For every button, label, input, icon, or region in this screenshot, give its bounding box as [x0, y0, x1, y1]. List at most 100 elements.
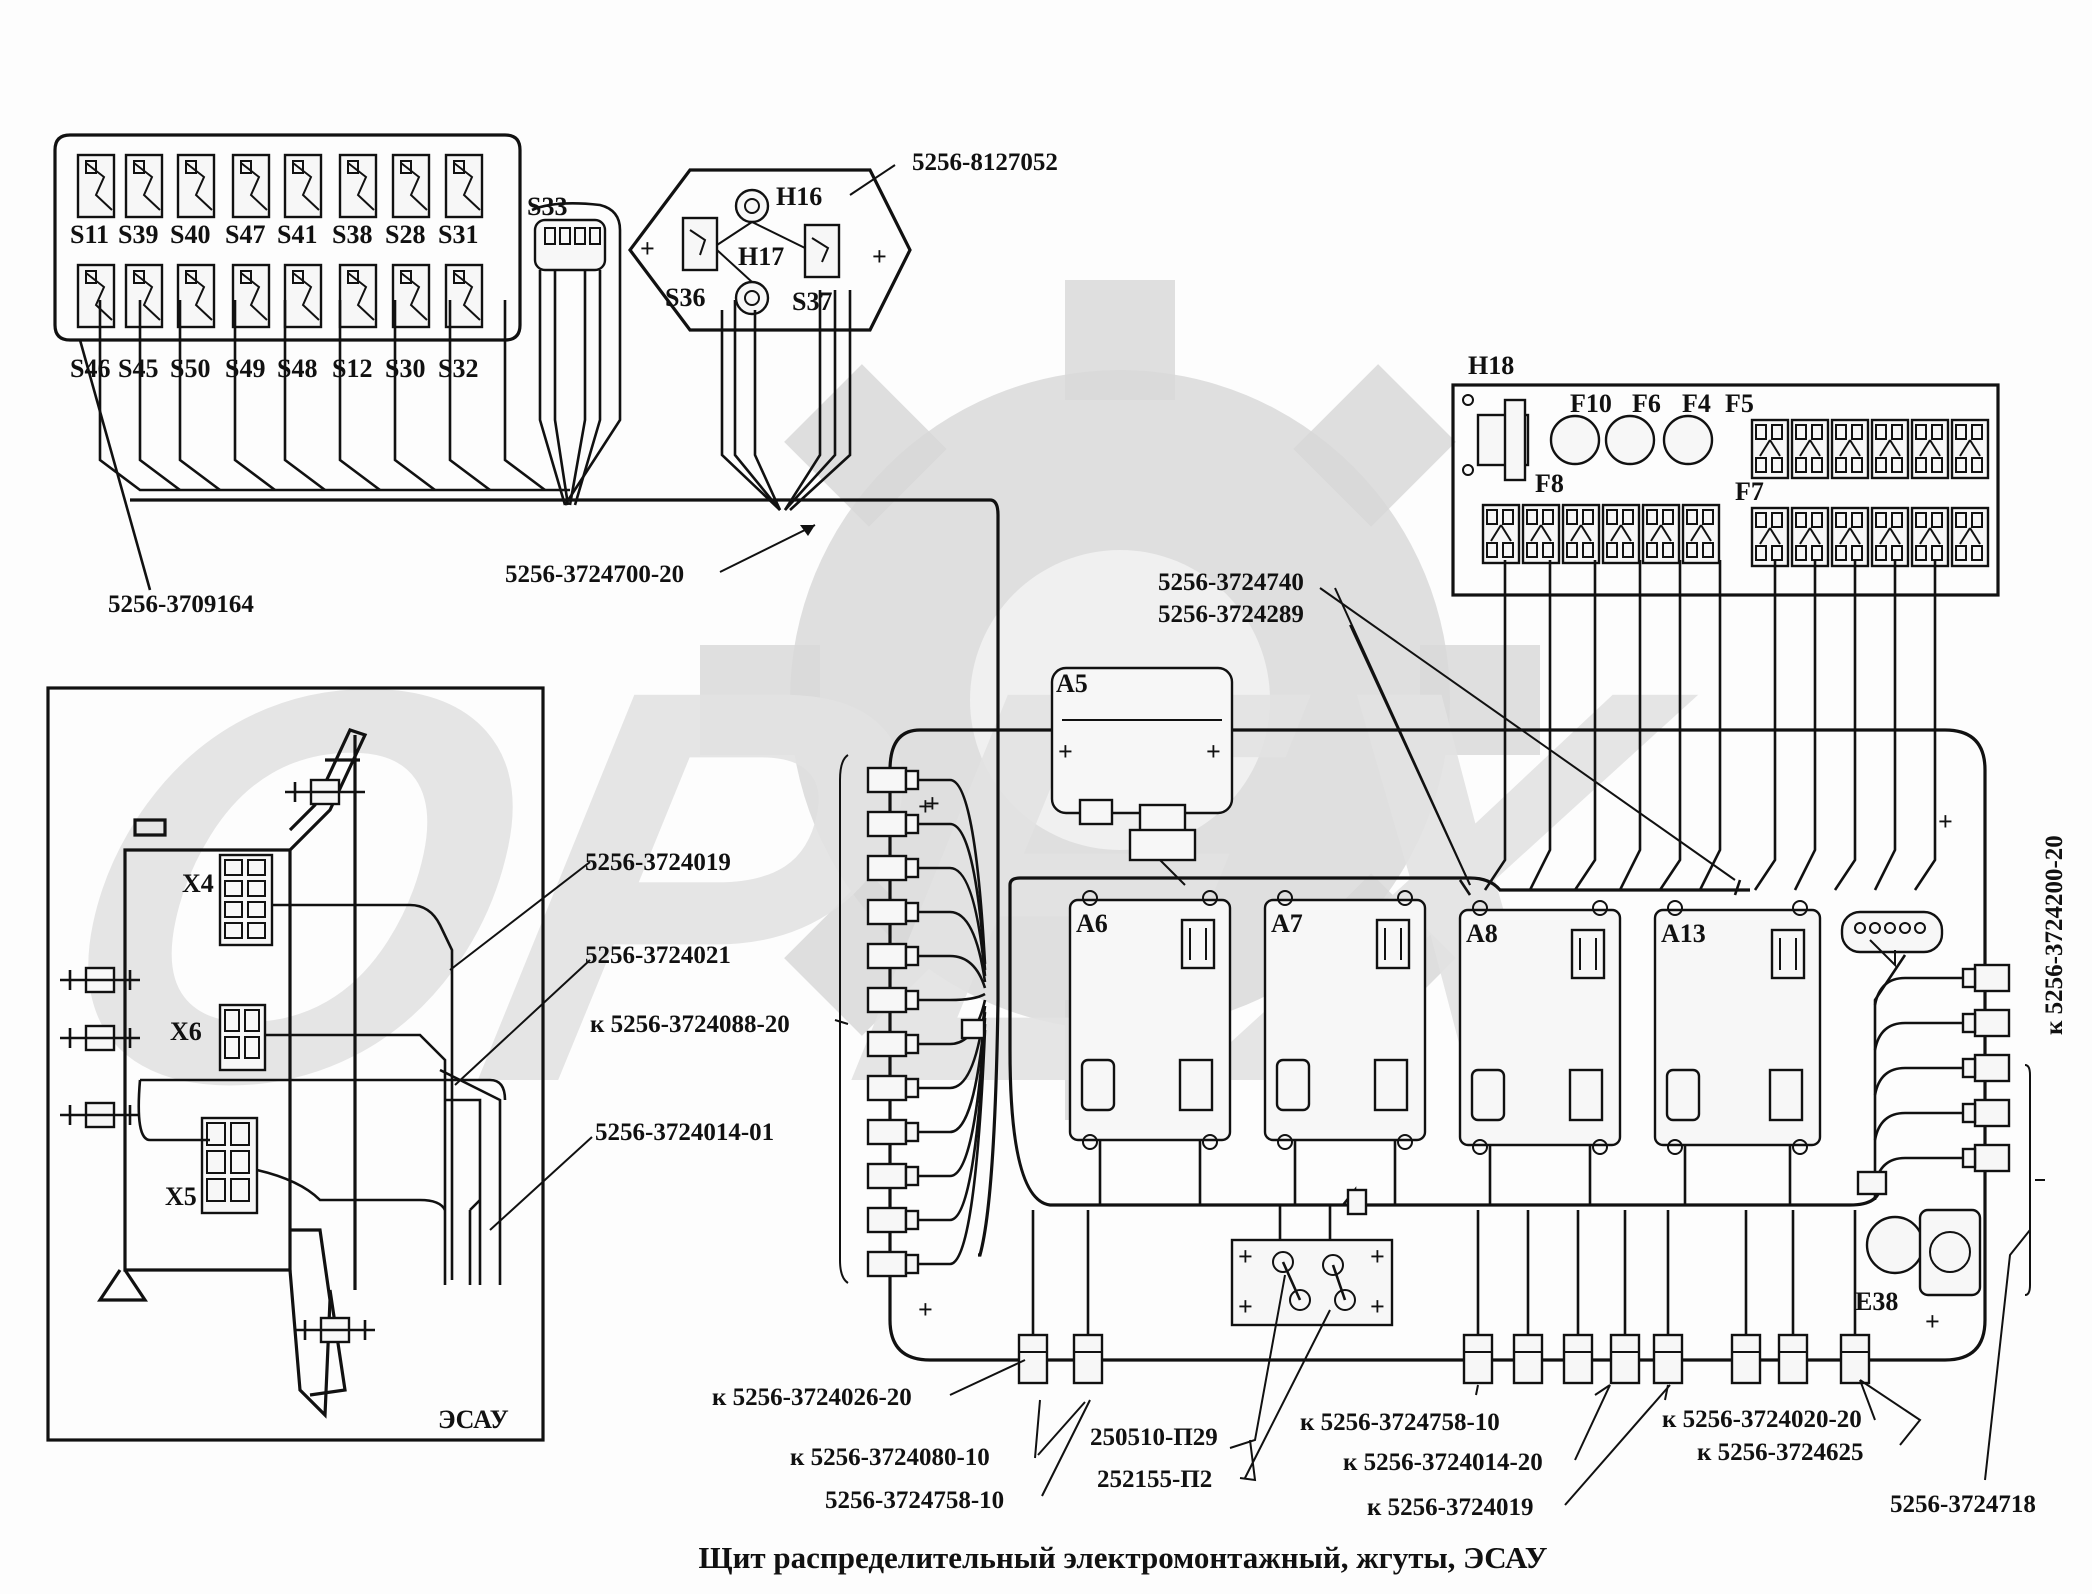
fuse-holder — [1950, 418, 1990, 480]
switch-s50: S50 — [170, 263, 216, 383]
bottom-connector — [1072, 1210, 1104, 1385]
bottom-connector — [1839, 1210, 1871, 1385]
plus-sign: + — [1238, 1242, 1253, 1271]
label-3724289: 5256-3724289 — [1158, 601, 1304, 628]
bottom-connector — [1777, 1210, 1809, 1385]
module-a5-label: A5 — [1056, 669, 1088, 698]
label-3724080: к 5256-3724080-10 — [790, 1444, 990, 1471]
side-connector — [866, 766, 987, 965]
fuse-holder — [1750, 506, 1790, 568]
fuse-block: H18 F10 F6 F4 F5 F8 F7 — [1451, 351, 2000, 597]
main-harness-label: 5256-3724700-20 5256-3709164 — [108, 524, 816, 618]
switch-s41: S41 — [277, 153, 323, 249]
bottom-connector — [1652, 1210, 1684, 1385]
label-3724740: 5256-3724740 — [1158, 569, 1304, 596]
side-connector — [1873, 1053, 2011, 1096]
fuse-holder — [1481, 503, 1521, 565]
plus-sign: + — [1206, 737, 1221, 766]
side-connector — [866, 1029, 987, 1278]
side-connector — [866, 942, 987, 989]
fuse-f10-label: F10 — [1570, 389, 1612, 418]
switch-s41-label: S41 — [277, 220, 317, 249]
side-connector — [866, 854, 987, 977]
switch-panel-bundle — [78, 300, 1000, 1000]
left-connector-column: + — [866, 766, 987, 1278]
switch-s38-label: S38 — [332, 220, 372, 249]
label-3724718: 5256-3724718 — [1890, 1491, 2036, 1518]
module-a8: A8 — [1458, 900, 1622, 1155]
module-a13: A13 — [1653, 900, 1822, 1155]
s33-connector: S33 — [527, 192, 622, 506]
switch-panel-part-number: 5256-3709164 — [108, 591, 254, 618]
lamp-h16-label: H16 — [776, 182, 822, 211]
fuse-holder — [1830, 418, 1870, 480]
switch-s40: S40 — [170, 153, 216, 249]
switch-s32-label: S32 — [438, 354, 478, 383]
label-250510-p29: 250510-П29 — [1090, 1424, 1218, 1451]
bolt-icon — [295, 1316, 375, 1344]
fuse-holder — [1681, 503, 1721, 565]
plus-sign: + — [925, 789, 940, 818]
plus-sign: + — [1938, 807, 1953, 836]
side-connector — [1873, 1143, 2011, 1186]
bottom-connector — [1512, 1210, 1544, 1385]
esau-title: ЭСАУ — [438, 1405, 509, 1434]
module-a6: A6 — [1068, 890, 1232, 1150]
fuse-f6-label: F6 — [1632, 389, 1661, 418]
lamp-panel-part-number: 5256-8127052 — [912, 149, 1058, 176]
plus-sign: + — [640, 234, 655, 263]
fuse-holder — [1750, 418, 1790, 480]
module-a8-label: A8 — [1466, 919, 1498, 948]
switch-s31-label: S31 — [438, 220, 478, 249]
label-3724758-10: 5256-3724758-10 — [825, 1487, 1004, 1514]
fuse-holder — [1910, 418, 1950, 480]
switch-s38: S38 — [332, 153, 378, 249]
fuse-f5-label: F5 — [1725, 389, 1754, 418]
switch-s45-label: S45 — [118, 354, 158, 383]
harness-3724700-label: 5256-3724700-20 — [505, 561, 684, 588]
plus-sign: + — [1370, 1292, 1385, 1321]
fuse-holder — [1790, 506, 1830, 568]
harness-labels: 5256-3724019 5256-3724021 5256-3724014-0… — [449, 569, 2068, 1521]
esau-connector-pins — [206, 859, 266, 1202]
fuse-block-wires — [1483, 560, 1937, 891]
lamp-h17-label: H17 — [738, 242, 784, 271]
fuse-holder — [1601, 503, 1641, 565]
plus-sign: + — [1238, 1292, 1253, 1321]
switch-s48-label: S48 — [277, 354, 317, 383]
watermark-text: OPEX — [7, 574, 1725, 1200]
connector-x4-label: X4 — [182, 869, 214, 898]
switch-s31: S31 — [438, 153, 484, 249]
plus-sign: + — [918, 792, 933, 821]
side-connector — [866, 1011, 987, 1146]
side-connector — [866, 986, 986, 1014]
label-3724026: к 5256-3724026-20 — [712, 1384, 912, 1411]
lamp-panel: + + H16 H17 S36 S37 5256-8127052 — [628, 149, 1058, 511]
label-3724014-01: 5256-3724014-01 — [595, 1119, 774, 1146]
bolt-icon — [60, 966, 140, 994]
side-connector — [1873, 1008, 2011, 1051]
bolt-icon — [60, 1101, 140, 1129]
fuse-holder — [1830, 506, 1870, 568]
side-connector — [1873, 1098, 2011, 1141]
bottom-connector — [1730, 1210, 1762, 1385]
bottom-connector — [1562, 1210, 1594, 1385]
fuse-f4-label: F4 — [1682, 389, 1711, 418]
plus-sign: + — [918, 1295, 933, 1324]
plus-sign: + — [1925, 1307, 1940, 1336]
fuse-holder — [1910, 506, 1950, 568]
esau-bolts — [60, 778, 375, 1344]
side-connector — [866, 810, 987, 971]
label-k-3724625: к 5256-3724625 — [1697, 1439, 1863, 1466]
switch-s47: S47 — [225, 153, 271, 249]
bottom-connector — [1462, 1210, 1494, 1385]
switch-s12-label: S12 — [332, 354, 372, 383]
fuse-holder — [1950, 506, 1990, 568]
switch-s50-label: S50 — [170, 354, 210, 383]
label-k-3724758-10: к 5256-3724758-10 — [1300, 1409, 1500, 1436]
switch-s36-label: S36 — [665, 283, 705, 312]
bolt-icon — [285, 778, 365, 806]
